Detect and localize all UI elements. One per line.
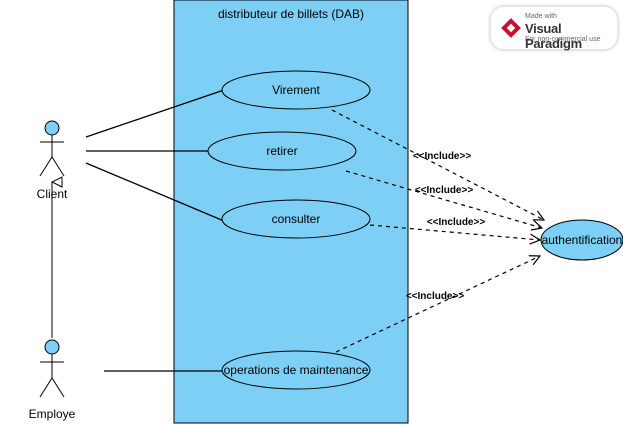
actor-label: Client bbox=[37, 187, 68, 201]
actor-client[interactable]: Client bbox=[37, 120, 68, 201]
usecase-label: authentification bbox=[542, 233, 623, 247]
usecase-virement[interactable]: Virement bbox=[221, 70, 371, 110]
usecase-authentification[interactable]: authentification bbox=[540, 219, 623, 261]
usecase-label: retirer bbox=[266, 144, 297, 158]
usecase-label: operations de maintenance bbox=[224, 363, 369, 377]
usecase-label: consulter bbox=[272, 212, 321, 226]
watermark-made-with: Made with bbox=[525, 13, 557, 20]
usecase-retirer[interactable]: retirer bbox=[207, 131, 357, 171]
usecase-consulter[interactable]: consulter bbox=[221, 199, 371, 239]
actor-head bbox=[44, 339, 60, 355]
include-maintenance-auth bbox=[335, 256, 540, 353]
usecase-label: Virement bbox=[272, 83, 320, 97]
actor-label: Employe bbox=[29, 407, 76, 421]
usecase-maintenance[interactable]: operations de maintenance bbox=[221, 350, 371, 390]
include-label: <<Include>> bbox=[406, 291, 465, 302]
watermark-note: For non-commercial use bbox=[525, 36, 601, 43]
assoc-client-consulter bbox=[85, 162, 225, 222]
assoc-client-virement bbox=[85, 89, 225, 138]
actor-head bbox=[44, 120, 60, 136]
include-retirer-auth bbox=[345, 170, 542, 228]
actor-employe[interactable]: Employe bbox=[29, 339, 76, 421]
system-title: distributeur de billets (DAB) bbox=[218, 7, 364, 21]
visual-paradigm-watermark: Made with Visual Paradigm For non-commer… bbox=[490, 6, 618, 51]
include-label: <<Include>> bbox=[427, 217, 486, 228]
include-label: <<Include>> bbox=[415, 185, 474, 196]
include-label: <<Include>> bbox=[413, 151, 472, 162]
visual-paradigm-logo-icon bbox=[501, 18, 521, 38]
watermark-brand: Visual Paradigm bbox=[525, 21, 582, 51]
